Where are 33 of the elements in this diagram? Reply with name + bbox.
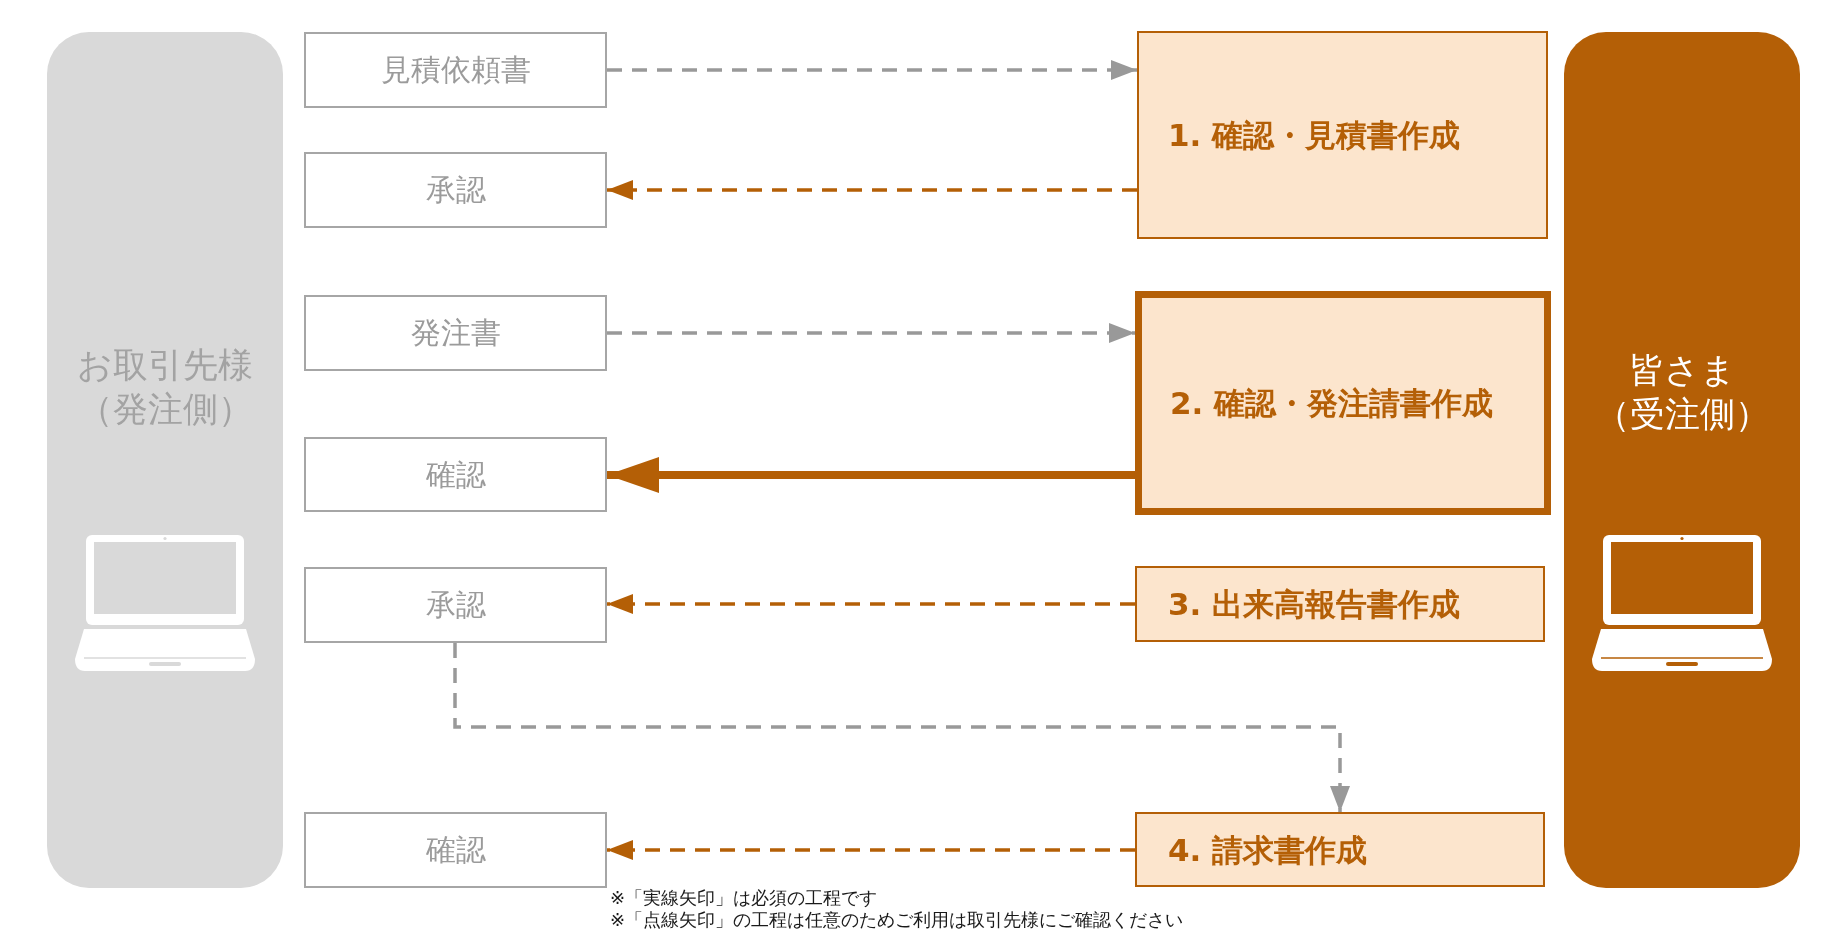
document-box <box>304 295 607 371</box>
process-box <box>1135 566 1545 642</box>
document-box <box>304 567 607 643</box>
party-panel <box>47 32 283 888</box>
document-box <box>304 437 607 512</box>
arrow <box>607 180 1137 200</box>
document-label: 承認 <box>425 172 486 208</box>
document-label: 確認 <box>425 456 486 493</box>
document-label: 発注書 <box>410 315 501 351</box>
party-label: 皆さま <box>1628 349 1736 392</box>
arrow <box>607 594 1135 614</box>
party-label: （受注側） <box>1594 393 1770 436</box>
arrow <box>607 840 1135 860</box>
arrow <box>453 643 1350 812</box>
arrow <box>607 457 1135 493</box>
process-box <box>1135 291 1551 515</box>
document-box <box>304 152 607 228</box>
arrow <box>607 323 1135 343</box>
arrow <box>607 60 1137 80</box>
footnote: ※「点線矢印」の工程は任意のためご利用は取引先様にご確認ください <box>610 909 1184 931</box>
document-box <box>304 32 607 108</box>
document-box <box>304 812 607 888</box>
process-box <box>1137 31 1548 239</box>
process-label: 3. 出来高報告書作成 <box>1168 585 1461 623</box>
document-label: 見積依頼書 <box>380 52 531 88</box>
process-box <box>1135 812 1545 887</box>
footnote: ※「実線矢印」は必須の工程です <box>610 887 879 909</box>
document-label: 確認 <box>425 832 486 868</box>
process-label: 2. 確認・発注請書作成 <box>1170 384 1494 422</box>
document-label: 承認 <box>425 587 486 623</box>
process-label: 1. 確認・見積書作成 <box>1168 116 1461 154</box>
process-label: 4. 請求書作成 <box>1168 830 1368 869</box>
party-panel <box>1564 32 1800 888</box>
